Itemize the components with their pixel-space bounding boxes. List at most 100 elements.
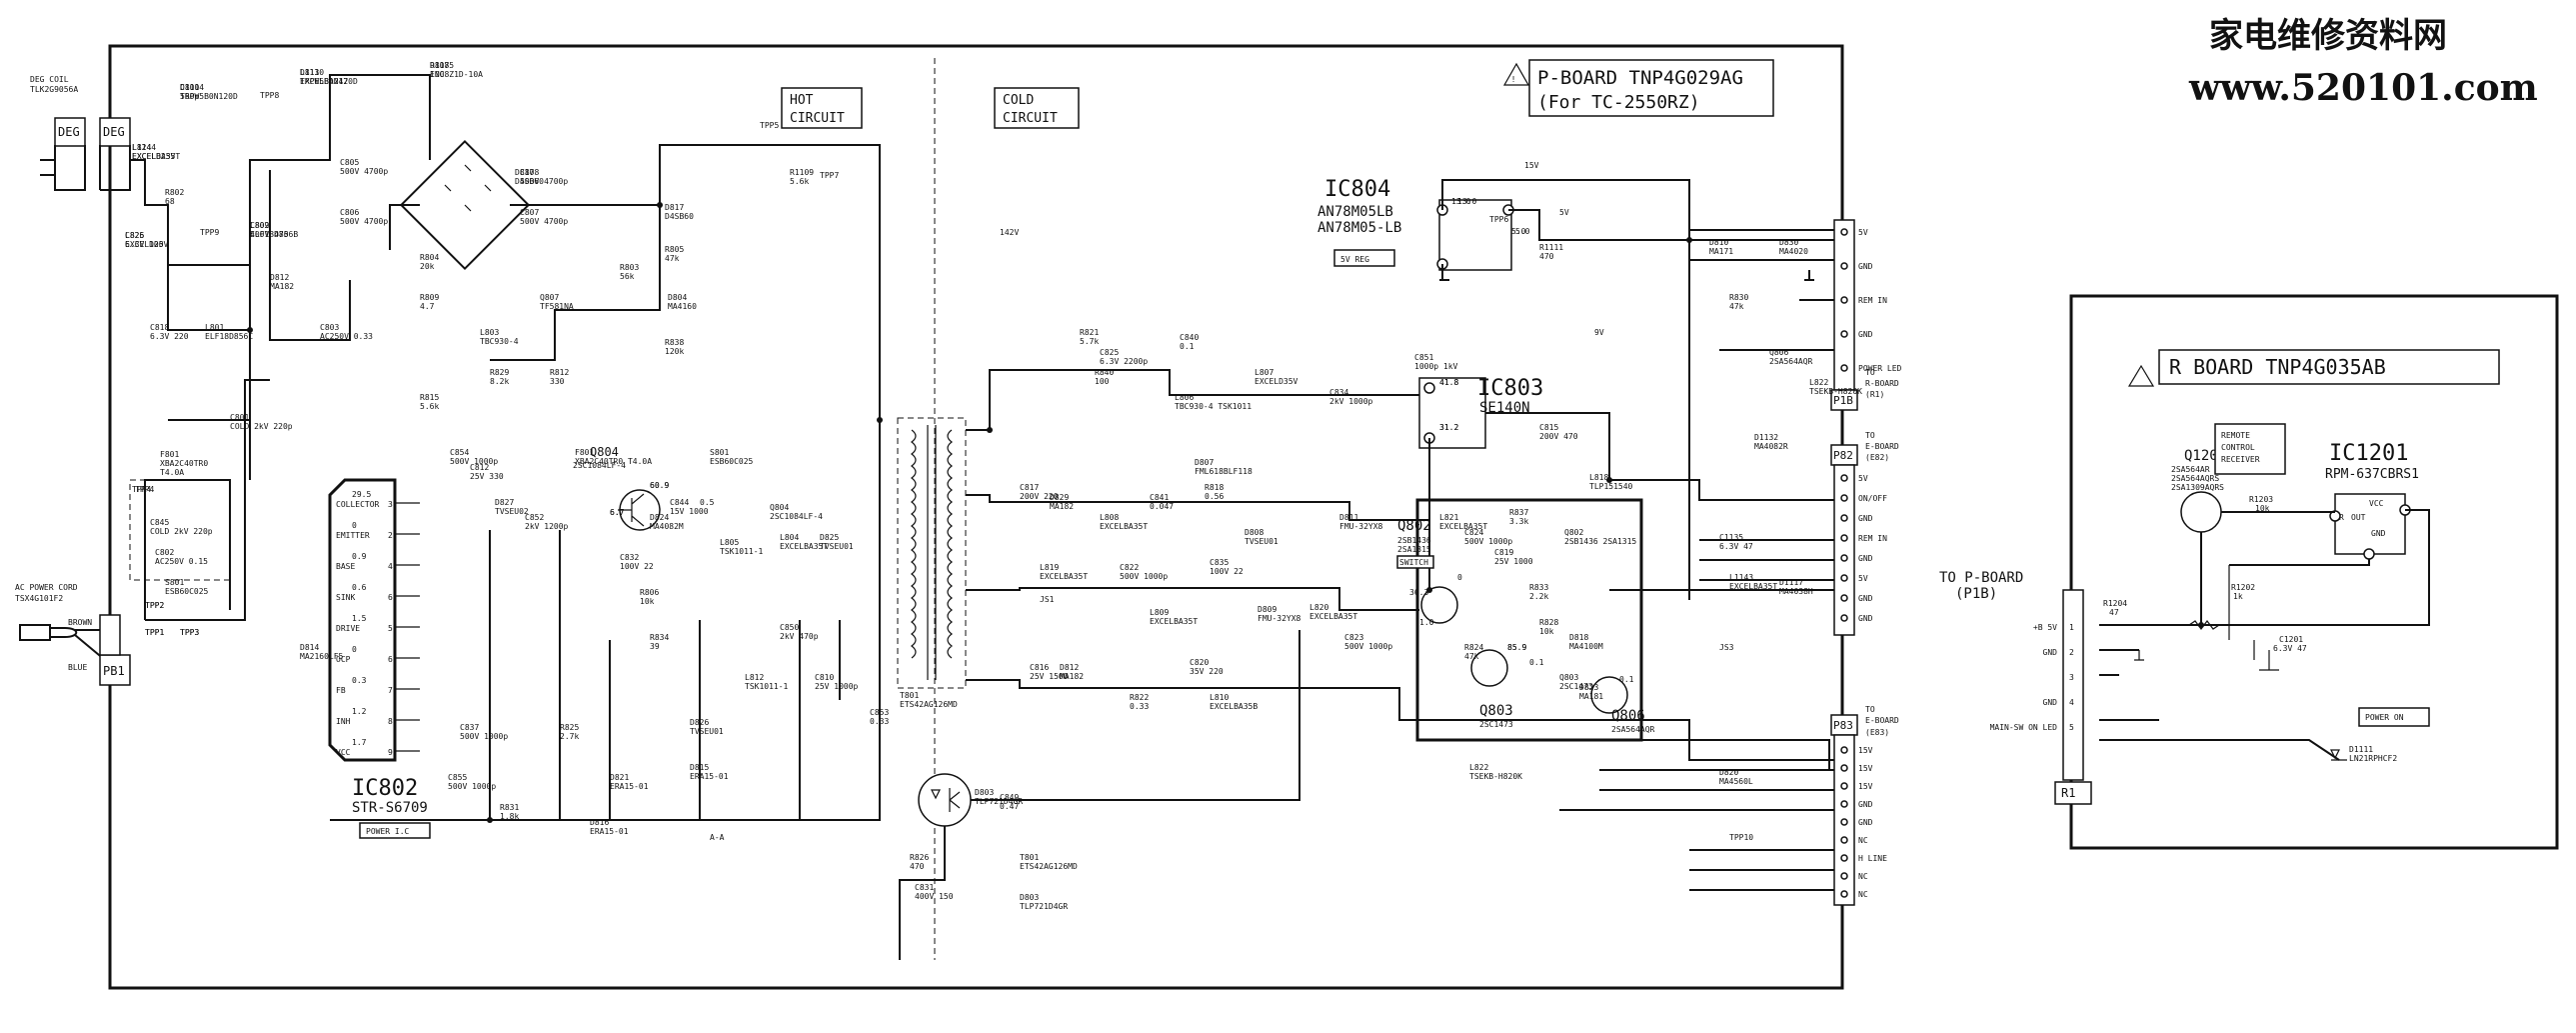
svg-text:T801: T801 xyxy=(900,691,919,700)
r1-pin-number: 3 xyxy=(2069,673,2074,682)
component-ref: C816 xyxy=(1030,663,1049,672)
svg-text:L822: L822 xyxy=(1469,763,1488,772)
connector-pin xyxy=(1840,330,1848,338)
connector-pin xyxy=(1840,746,1848,754)
svg-text:E-BOARD: E-BOARD xyxy=(1865,442,1899,451)
component-ref: R837 xyxy=(1509,508,1528,517)
component-spec: XBA2C40TR0 T4.0A xyxy=(575,457,652,466)
connector-pin-label: GND xyxy=(1858,330,1873,339)
test-point: JS1 xyxy=(1040,595,1055,604)
component-spec: ERA15-01 xyxy=(590,827,629,836)
svg-text:DEG COIL: DEG COIL xyxy=(30,75,69,84)
test-point: TPP6 xyxy=(1489,215,1508,224)
component-ref: L820 xyxy=(1309,603,1328,612)
component-spec: ESB60C025 xyxy=(710,457,754,466)
component-ref: D803 xyxy=(1020,893,1039,902)
secondary-rail-3 xyxy=(966,587,1419,611)
component-ref: R815 xyxy=(420,393,439,402)
ic802-pin-number: 3 xyxy=(388,500,393,509)
component-ref: C802 xyxy=(155,548,174,557)
svg-text:CIRCUIT: CIRCUIT xyxy=(1003,111,1058,126)
component-ref: C818 xyxy=(150,323,169,332)
svg-text:2SC1473: 2SC1473 xyxy=(1479,720,1513,729)
component-ref: C803 xyxy=(320,323,339,332)
component-spec: 25V 1500 xyxy=(1030,672,1069,681)
ic802-pin-voltage: 1.2 xyxy=(352,707,367,716)
component-spec: 5.7k xyxy=(1080,337,1099,346)
switch-circuit-frame xyxy=(1415,498,1643,742)
component-ref: L825 xyxy=(125,231,144,240)
svg-text:R1204: R1204 xyxy=(2103,599,2127,608)
svg-text:RECEIVER: RECEIVER xyxy=(2221,455,2260,464)
transistor-q806: Q806 2SA564AQR xyxy=(1590,676,1655,734)
svg-text:6.3V 47: 6.3V 47 xyxy=(2273,644,2307,653)
switch-label: SWITCH xyxy=(1399,558,1428,567)
connector-pin-label: 5V xyxy=(1858,574,1868,583)
component-ref: D807 xyxy=(1195,458,1214,467)
p83-label: P83 xyxy=(1833,719,1853,732)
bridge-rectifier-d817: D817 D4SB60 xyxy=(399,139,544,271)
voltage-reading: 142V xyxy=(1000,228,1019,237)
svg-text:F801: F801 xyxy=(160,450,179,459)
voltage-reading: 0.1 xyxy=(1619,675,1634,684)
r-board-frame xyxy=(2069,294,2559,850)
component-ref: C832 xyxy=(620,553,639,562)
watermark-url: www.520101.com xyxy=(2188,67,2538,109)
svg-text:TO: TO xyxy=(1865,705,1875,714)
component-spec: 4.7 xyxy=(420,302,435,311)
component-ref: Q802 xyxy=(1564,528,1583,537)
component-ref: C854 xyxy=(450,448,469,457)
component-spec: FMU-32YX8 xyxy=(1339,522,1383,531)
component-spec: 2kV 1000p xyxy=(1329,397,1373,406)
component-spec: TSEKB-H820K xyxy=(1809,387,1862,396)
component-spec: MA182 xyxy=(270,282,294,291)
connector-pin xyxy=(1840,474,1848,482)
component-spec: EXCELBA35B xyxy=(1210,702,1258,711)
component-spec: AC250V 0.33 xyxy=(320,332,373,341)
remote-control-receiver-label: REMOTE CONTROL RECEIVER xyxy=(2214,423,2286,475)
secondary-rail-2 xyxy=(966,494,1429,521)
component-spec: 25V 1000p xyxy=(815,682,859,691)
component-spec: MA182 xyxy=(1060,672,1084,681)
component-spec: 470 xyxy=(1539,252,1554,261)
connector-pin xyxy=(1840,818,1848,826)
component-ref: C855 xyxy=(448,773,467,782)
component-spec: EXCELBA35T xyxy=(132,152,180,161)
component-ref: R830 xyxy=(1729,293,1748,302)
component-ref: R829 xyxy=(490,368,509,377)
component-spec: 0.47 xyxy=(1000,802,1019,811)
component-spec: TBC930-4 xyxy=(480,337,519,346)
component-ref: C805 xyxy=(340,158,359,167)
ic802-pin-voltage: 1.5 xyxy=(352,614,367,623)
component-ref: D810 xyxy=(1709,238,1728,247)
component-spec: 5.6k xyxy=(420,402,439,411)
ic802-part: STR-S6709 xyxy=(352,800,428,816)
component-ref: C841 xyxy=(1150,493,1169,502)
svg-text:1k: 1k xyxy=(2233,592,2243,601)
component-ref: R834 xyxy=(650,633,669,642)
ic802-pin-voltage: 0.9 xyxy=(352,552,367,561)
component-spec: 6.3V 2200p xyxy=(1100,357,1148,366)
component-spec: 10k xyxy=(640,597,655,606)
watermark-chinese: 家电维修资料网 xyxy=(2209,16,2447,56)
component-spec: EXCELD35V xyxy=(1255,377,1298,386)
voltage-reading: 41.8 xyxy=(1439,378,1458,387)
component-ref: L818 xyxy=(1589,473,1608,482)
component-spec: 35V 220 xyxy=(1190,667,1224,676)
component-spec: EXCELBA35T xyxy=(1100,522,1148,531)
ic802-ref: IC802 xyxy=(352,776,418,801)
aa-label: A-A xyxy=(710,833,725,842)
connector-p83: P83 TO E-BOARD (E83) xyxy=(1830,705,1899,906)
component-ref: D808 xyxy=(1245,528,1264,537)
svg-text:R1203: R1203 xyxy=(2249,495,2273,504)
pb1-label: PB1 xyxy=(103,664,125,678)
component-spec: 47k xyxy=(1464,652,1479,661)
voltage-reading: 85.9 xyxy=(1507,643,1526,652)
component-spec: 15V 1000 xyxy=(670,507,709,516)
test-point: TPP4 xyxy=(135,485,154,494)
component-ref: D827 xyxy=(495,498,514,507)
component-ref: R804 xyxy=(420,253,439,262)
component-spec: 39 xyxy=(650,642,660,651)
svg-text:TLP721D4GR: TLP721D4GR xyxy=(975,797,1023,806)
